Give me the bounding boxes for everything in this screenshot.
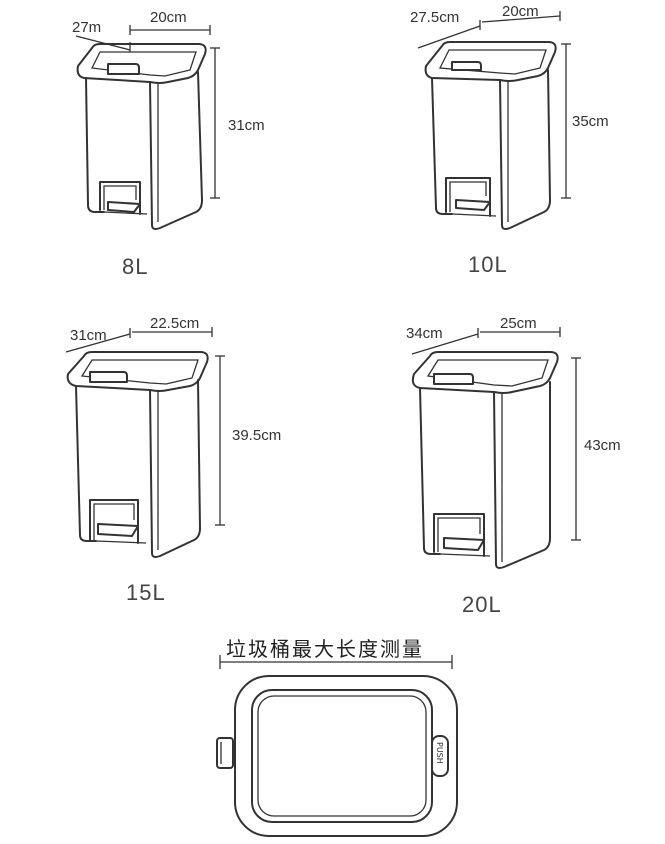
- height-label: 43cm: [584, 437, 621, 454]
- bin-20l: 34cm 25cm 43cm 20L: [406, 315, 621, 617]
- depth-label: 34cm: [406, 325, 443, 342]
- bin-drawing: [76, 43, 207, 230]
- bin-drawing: [66, 351, 209, 558]
- depth-dim-line: [417, 25, 481, 49]
- width-label: 22.5cm: [150, 315, 199, 332]
- width-label: 20cm: [502, 3, 539, 20]
- depth-label: 27m: [72, 19, 101, 36]
- depth-label: 31cm: [70, 327, 107, 344]
- push-label: PUSH: [435, 742, 444, 764]
- bin-drawing: [411, 351, 559, 569]
- height-label: 39.5cm: [232, 427, 281, 444]
- height-label: 31cm: [228, 117, 265, 134]
- hinge-tab: [216, 737, 234, 769]
- capacity-label: 20L: [462, 592, 502, 617]
- depth-label: 27.5cm: [410, 9, 459, 26]
- top-view: 垃圾桶最大长度测量 PUSH: [216, 637, 458, 837]
- capacity-label: 15L: [126, 580, 166, 605]
- capacity-label: 10L: [468, 252, 508, 277]
- depth-dim-line: [411, 333, 479, 355]
- width-dim-line: [481, 15, 561, 23]
- bin-15l: 31cm 22.5cm 39.5cm 15L: [65, 315, 281, 605]
- push-button: [431, 735, 449, 777]
- bin-top-outline: PUSH: [216, 675, 458, 837]
- top-view-title: 垃圾桶最大长度测量: [226, 637, 424, 661]
- bin-8l: 27m 20cm 31cm 8L: [72, 9, 265, 279]
- bin-drawing: [424, 41, 557, 230]
- height-label: 35cm: [572, 113, 609, 130]
- width-label: 20cm: [150, 9, 187, 26]
- bin-10l: 27.5cm 20cm 35cm 10L: [410, 3, 609, 277]
- depth-dim-line: [75, 35, 131, 51]
- depth-dim-line: [65, 333, 131, 353]
- capacity-label: 8L: [122, 254, 148, 279]
- width-label: 25cm: [500, 315, 537, 332]
